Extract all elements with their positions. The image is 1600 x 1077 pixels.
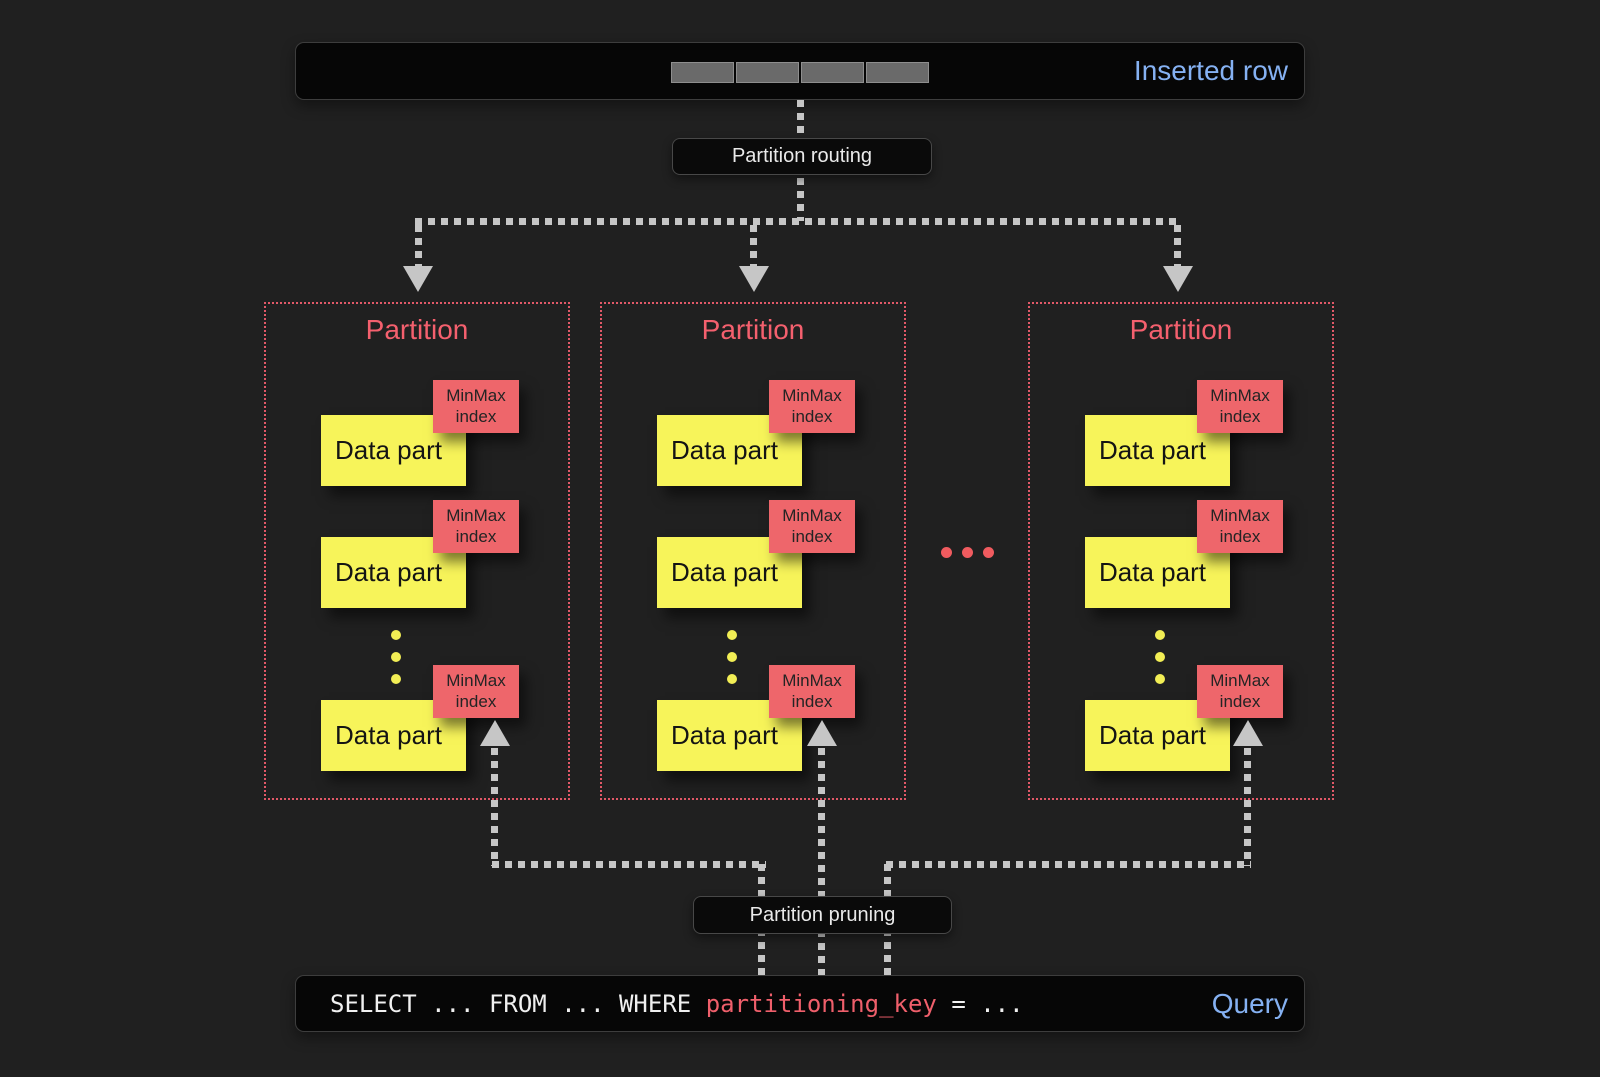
ellipsis-dot: [391, 652, 401, 662]
more-data-parts-ellipsis: [1155, 630, 1165, 684]
row-cell: [866, 62, 929, 83]
arrow-up-right-icon: [1233, 720, 1263, 746]
ellipsis-dot: [727, 674, 737, 684]
ellipsis-dot: [983, 547, 994, 558]
inserted-row-cells: [671, 62, 929, 83]
query-bar: SELECT ... FROM ... WHERE partitioning_k…: [295, 975, 1305, 1032]
partition-title: Partition: [365, 314, 469, 345]
arrow-up-left-icon: [480, 720, 510, 746]
minmax-index-tag: MinMax index: [433, 500, 519, 553]
pruning-line-right: [886, 861, 1251, 868]
arrow-up-middle-icon: [807, 720, 837, 746]
minmax-index-tag: MinMax index: [1197, 665, 1283, 718]
ellipsis-dot: [1155, 674, 1165, 684]
ellipsis-dot: [1155, 630, 1165, 640]
ellipsis-dot: [962, 547, 973, 558]
branch-drop-right: [1174, 225, 1181, 268]
pruning-tail-right: [1244, 748, 1251, 866]
data-part-box: Data part: [321, 537, 466, 608]
more-data-parts-ellipsis: [391, 630, 401, 684]
arrow-down-right-icon: [1163, 266, 1193, 292]
code-segment: SELECT ... FROM ... WHERE: [330, 989, 706, 1018]
pruning-line-left: [492, 861, 766, 868]
ellipsis-dot: [391, 630, 401, 640]
ellipsis-dot: [727, 652, 737, 662]
partition-title: Partition: [701, 314, 805, 345]
row-cell: [736, 62, 799, 83]
inserted-row-label: Inserted row: [1133, 55, 1288, 86]
row-cell: [801, 62, 864, 83]
ellipsis-dot: [391, 674, 401, 684]
more-data-parts-ellipsis: [727, 630, 737, 684]
minmax-index-tag: MinMax index: [433, 665, 519, 718]
code-segment: partitioning_key: [705, 989, 937, 1018]
minmax-index-tag: MinMax index: [1197, 500, 1283, 553]
minmax-index-tag: MinMax index: [433, 380, 519, 433]
branch-drop-middle: [750, 225, 757, 268]
query-label: Query: [1211, 987, 1288, 1019]
partition-pruning-pill: Partition pruning: [693, 896, 952, 934]
ellipsis-dot: [727, 630, 737, 640]
arrow-down-left-icon: [403, 266, 433, 292]
data-part-box: Data part: [321, 415, 466, 486]
minmax-index-tag: MinMax index: [1197, 380, 1283, 433]
query-code: SELECT ... FROM ... WHERE partitioning_k…: [296, 990, 1024, 1018]
inserted-row-bar: Inserted row: [295, 42, 1305, 100]
minmax-index-tag: MinMax index: [769, 500, 855, 553]
routing-branch-line: [415, 218, 1181, 225]
row-cell: [671, 62, 734, 83]
pruning-tail-middle: [818, 748, 825, 975]
ellipsis-dot: [941, 547, 952, 558]
partition-title: Partition: [1129, 314, 1233, 345]
minmax-index-tag: MinMax index: [769, 665, 855, 718]
partition-routing-pill: Partition routing: [672, 138, 932, 175]
arrow-down-middle-icon: [739, 266, 769, 292]
minmax-index-tag: MinMax index: [769, 380, 855, 433]
data-part-box: Data part: [657, 537, 802, 608]
ellipsis-dot: [1155, 652, 1165, 662]
branch-drop-left: [415, 225, 422, 268]
pruning-tail-left: [491, 748, 498, 866]
more-partitions-ellipsis: [941, 547, 994, 558]
code-segment: = ...: [936, 989, 1024, 1018]
